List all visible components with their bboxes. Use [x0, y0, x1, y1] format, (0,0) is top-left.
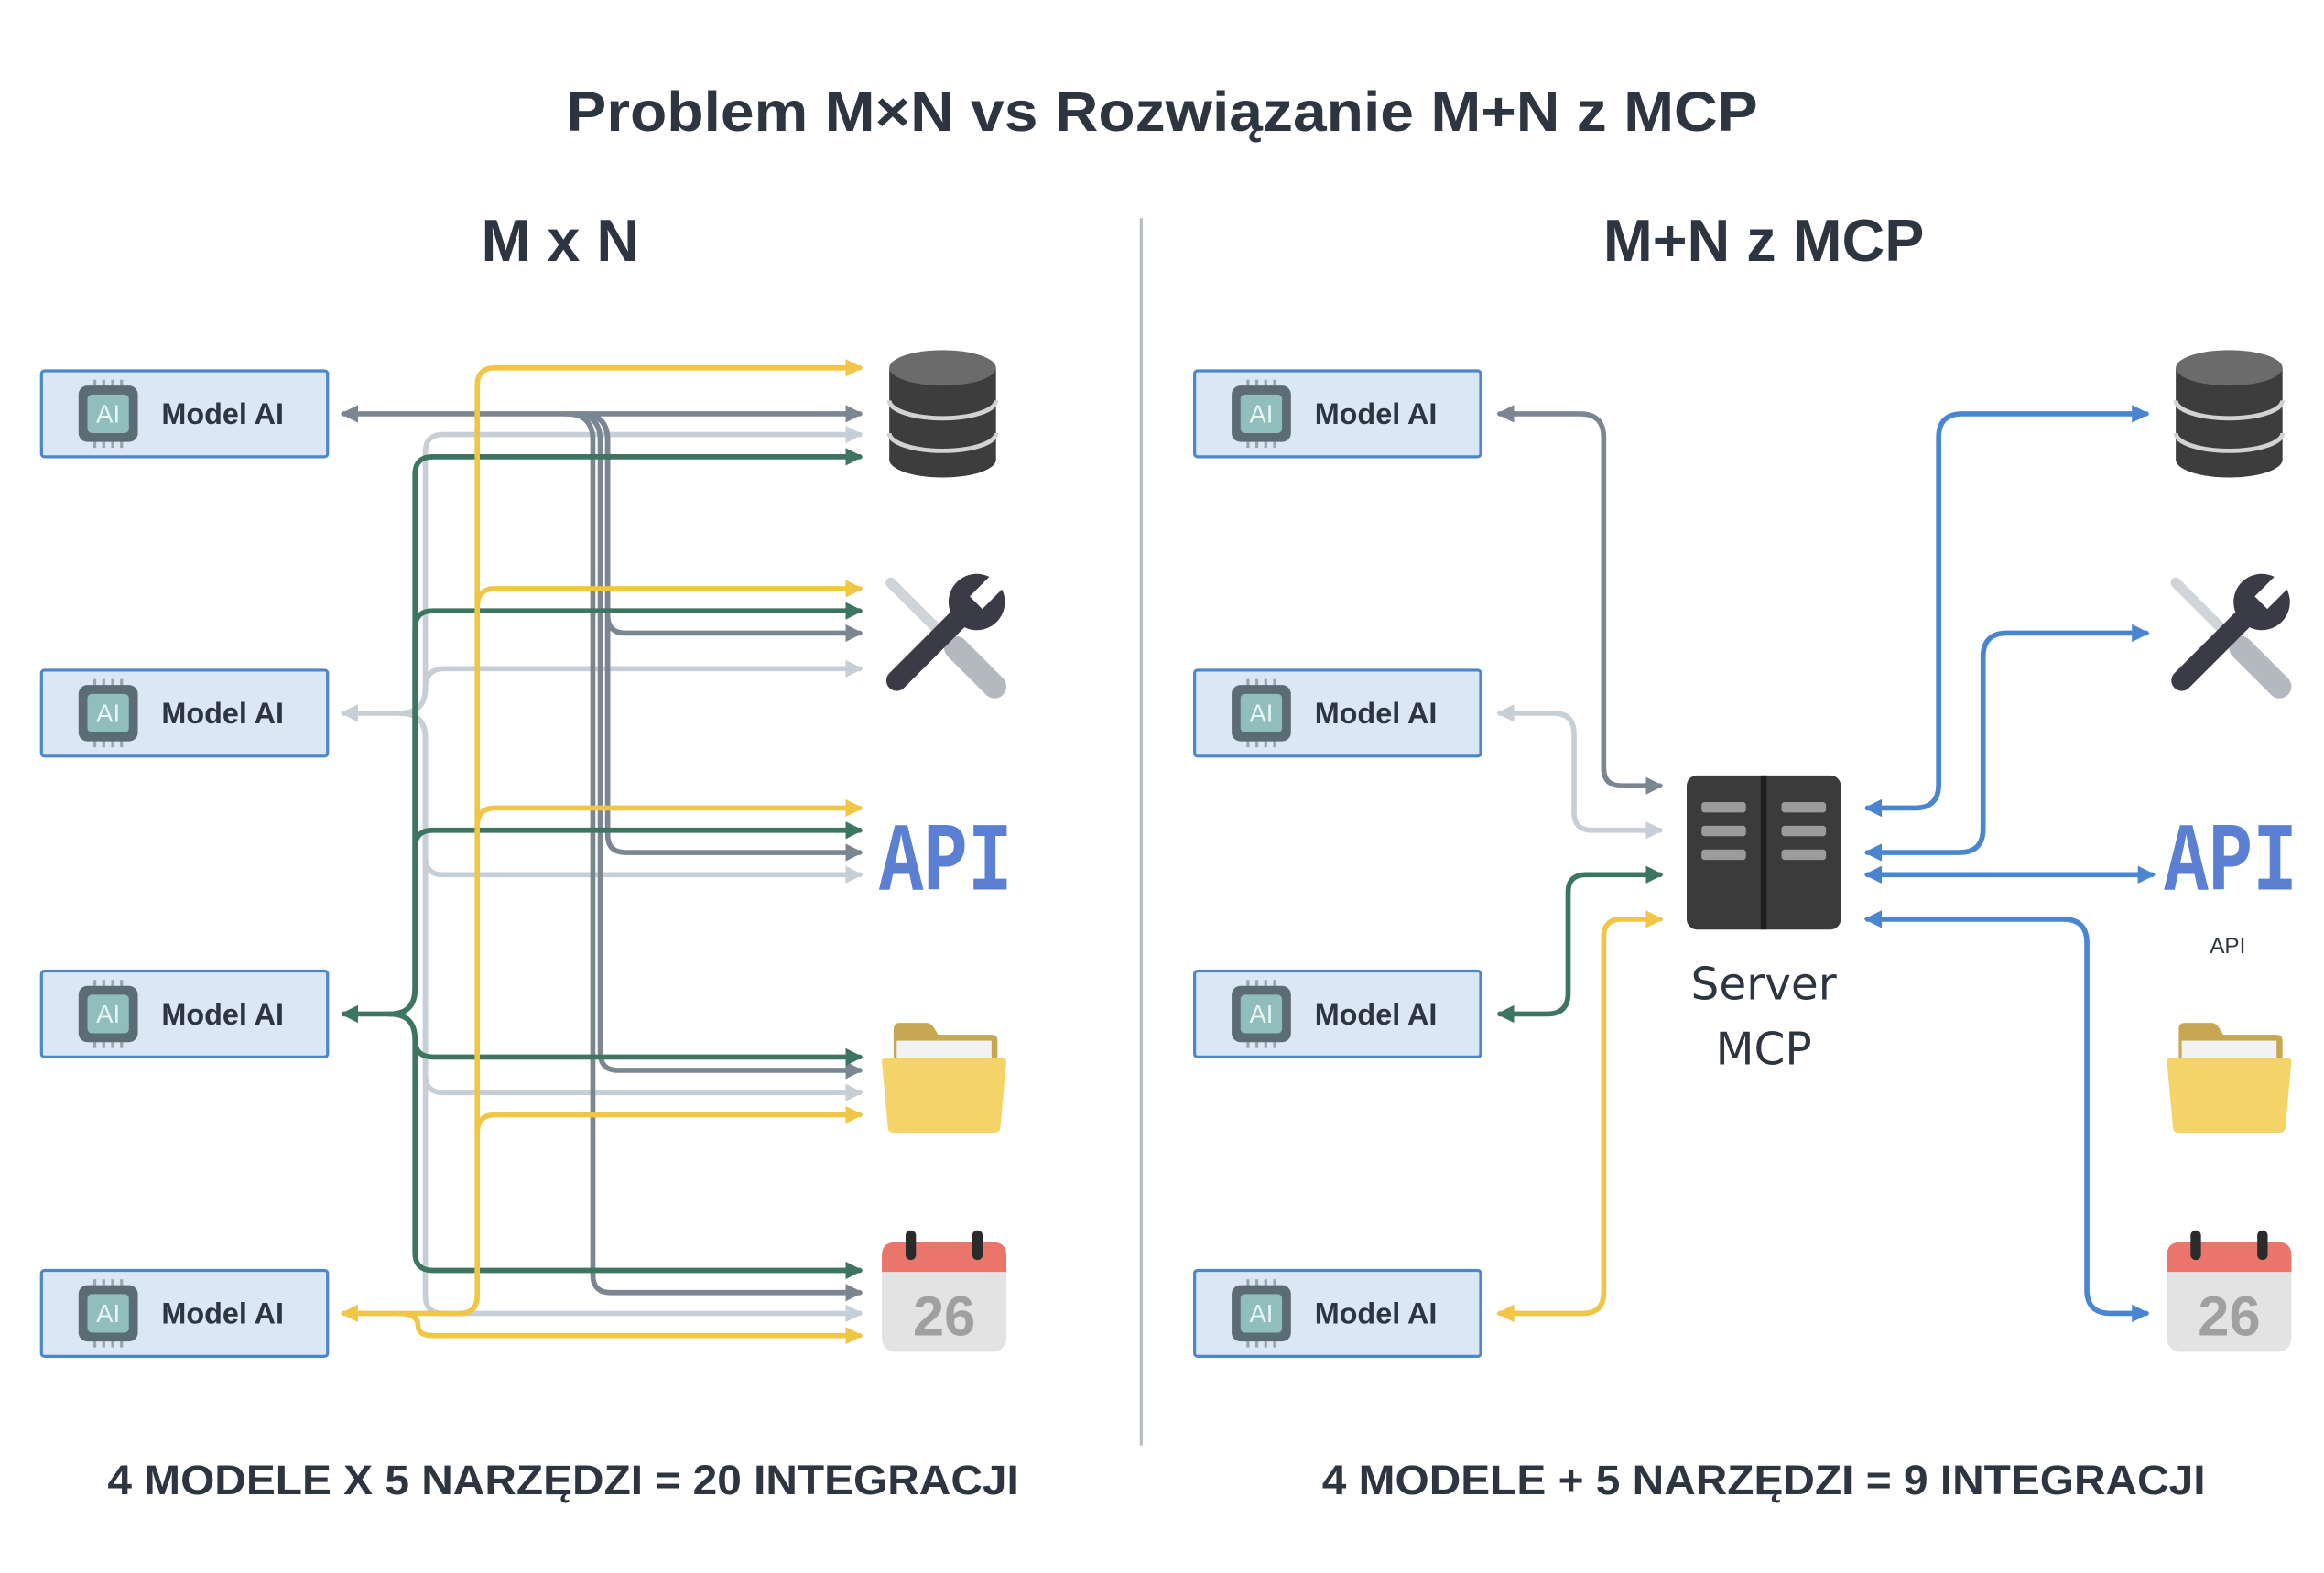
- right-summary: 4 MODELE + 5 NARZĘDZI = 9 INTEGRACJI: [1322, 1457, 2206, 1503]
- right-panel: M+N z MCP AI Model AI AI Model AI: [1192, 207, 2297, 1503]
- api-icon: API: [879, 808, 1013, 919]
- folder-icon: [882, 1023, 1007, 1133]
- left-panel: M x N: [39, 207, 1018, 1503]
- chip-label: AI: [1249, 700, 1273, 728]
- connector-model1-folder: [570, 411, 863, 1079]
- left-heading: M x N: [482, 207, 640, 274]
- right-tool-connectors: [1863, 405, 2156, 1323]
- connector-model2-calendar: [397, 711, 863, 1323]
- calendar-day: 26: [913, 1286, 975, 1349]
- connector-model4-server: [1496, 910, 1664, 1323]
- model-label: Model AI: [161, 397, 284, 430]
- connector-model4-api: [474, 798, 863, 829]
- model-label: Model AI: [1315, 397, 1438, 430]
- connector-server-calendar: [1863, 910, 2150, 1323]
- model-box: AI Model AI: [1192, 369, 1482, 459]
- folder-icon: [2167, 1023, 2292, 1133]
- model-box: AI Model AI: [1192, 1268, 1482, 1358]
- connector-model3-tools: [386, 602, 863, 1017]
- connector-model3-database: [386, 448, 863, 1017]
- model-box: AI Model AI: [39, 369, 330, 459]
- model-label: Model AI: [161, 998, 284, 1031]
- api-caption: API: [2210, 934, 2245, 959]
- tools-icon: [2176, 571, 2292, 687]
- connector-server-tools: [1863, 624, 2150, 862]
- page-title: Problem M×N vs Rozwiązanie M+N z MCP: [566, 81, 1757, 144]
- database-icon: [2176, 350, 2283, 477]
- chip-label: AI: [1249, 400, 1273, 429]
- chip-label: AI: [96, 700, 120, 728]
- connector-server-database: [1863, 405, 2150, 818]
- calendar-day: 26: [2198, 1286, 2260, 1349]
- connector-model3-api: [386, 821, 863, 1017]
- server-label-line1: Server: [1691, 959, 1837, 1010]
- connector-model3-calendar: [386, 1011, 863, 1280]
- chip-label: AI: [1249, 1299, 1273, 1328]
- connector-model4-database: [340, 359, 863, 1323]
- left-connectors-model-4: [340, 359, 863, 1345]
- left-summary: 4 MODELE X 5 NARZĘDZI = 20 INTEGRACJI: [107, 1457, 1018, 1503]
- connector-model2-folder: [397, 711, 863, 1101]
- model-box: AI Model AI: [1192, 668, 1482, 758]
- chip-label: AI: [96, 1000, 120, 1028]
- chip-label: AI: [96, 1299, 120, 1328]
- server-icon: [1686, 775, 1841, 930]
- connector-model3-folder: [386, 1011, 863, 1067]
- connector-model3-server: [1496, 865, 1664, 1024]
- calendar-icon: 26: [2167, 1230, 2292, 1352]
- database-icon: [889, 350, 996, 477]
- connector-model2-server: [1496, 704, 1664, 840]
- right-heading: M+N z MCP: [1603, 207, 1925, 274]
- model-label: Model AI: [1315, 697, 1438, 730]
- connector-model2-database: [397, 425, 863, 716]
- chip-label: AI: [96, 400, 120, 429]
- model-label: Model AI: [161, 697, 284, 730]
- model-box: AI Model AI: [39, 668, 330, 758]
- model-label: Model AI: [161, 1297, 284, 1330]
- connector-model1-server: [1496, 405, 1664, 795]
- chip-label: AI: [1249, 1000, 1273, 1028]
- connector-model4-folder: [474, 1105, 863, 1135]
- connector-model2-tools: [397, 659, 863, 716]
- model-box: AI Model AI: [1192, 969, 1482, 1059]
- tools-icon: [891, 571, 1007, 687]
- right-model-connectors: [1496, 405, 1664, 1323]
- connector-model1-tools: [578, 411, 863, 643]
- model-label: Model AI: [1315, 1297, 1438, 1330]
- model-box: AI Model AI: [39, 1268, 330, 1358]
- calendar-icon: 26: [882, 1230, 1007, 1352]
- server-label-line2: MCP: [1716, 1024, 1812, 1075]
- connector-model4-calendar: [394, 1310, 863, 1345]
- left-connectors-model-1: [340, 405, 863, 1302]
- connector-model4-tools: [474, 580, 863, 610]
- api-icon: API: [2164, 808, 2297, 919]
- model-box: AI Model AI: [39, 969, 330, 1059]
- model-label: Model AI: [1315, 998, 1438, 1031]
